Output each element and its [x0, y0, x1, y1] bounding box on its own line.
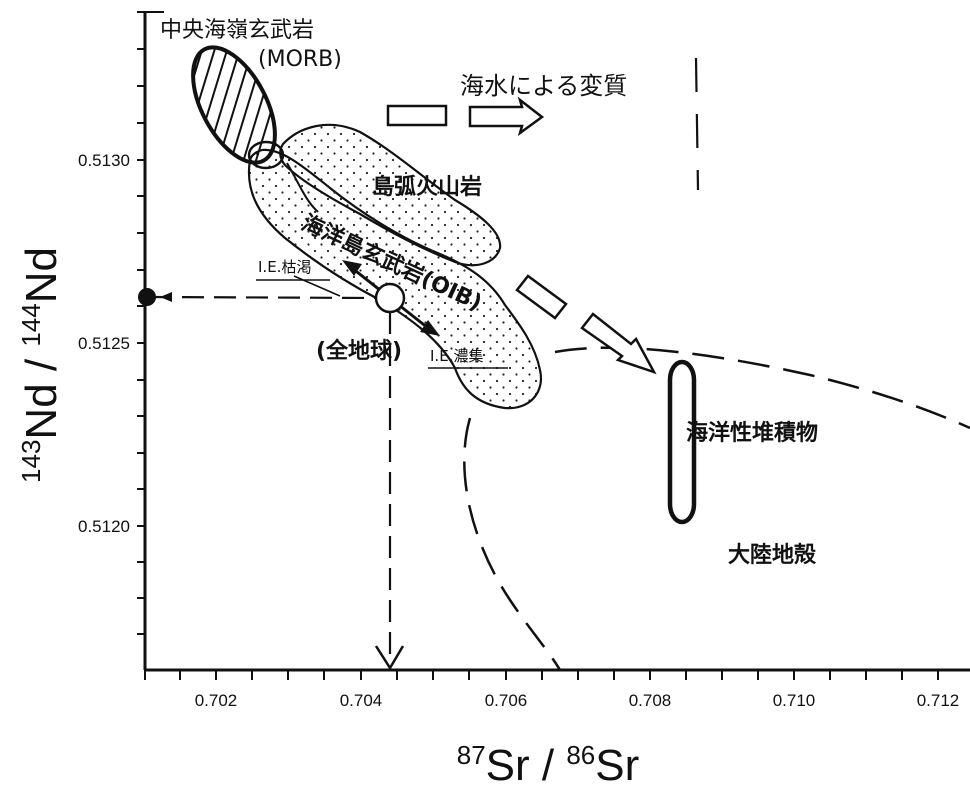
label-morb-abbr: (MORB) [258, 47, 342, 72]
seawater-arrow [468, 96, 545, 137]
ie-depleted-leader [293, 275, 341, 297]
label-continental-crust: 大陸地殻 [728, 542, 817, 568]
bulk-earth-horizontal [149, 295, 379, 300]
x-tick-label: 0.712 [917, 691, 960, 710]
morb-region [191, 45, 277, 165]
x-tick-label: 0.706 [485, 691, 528, 710]
y-tick-label: 0.5125 [78, 334, 130, 353]
label-ie-enriched: I.E.濃集 [430, 347, 483, 365]
sediment-arrow [580, 312, 657, 375]
x-tick-labels: 0.702 0.704 0.706 0.708 0.710 0.712 [195, 691, 960, 710]
continental-crust-boundary-lower [463, 417, 562, 670]
label-island-arc: 島弧火山岩 [372, 174, 482, 200]
oib-leader-line [286, 162, 319, 213]
y-tick-label: 0.5120 [78, 517, 130, 536]
x-tick-label: 0.702 [195, 691, 238, 710]
bulk-earth-down-arrow [374, 645, 405, 670]
label-bulk-earth: (全地球) [316, 338, 402, 364]
ie-enriched-arrowhead [420, 320, 440, 336]
bulk-earth-axis-arrow [160, 292, 172, 302]
label-seawater: 海水による変質 [460, 72, 627, 100]
ie-depleted-arrowhead [342, 260, 362, 276]
plot-frame [143, 11, 970, 672]
x-tick-label: 0.704 [340, 691, 383, 710]
sediments-region [667, 359, 697, 525]
y-tick-marks [137, 11, 145, 635]
label-morb: 中央海嶺玄武岩 [160, 18, 314, 43]
seawater-arrow-box [386, 104, 448, 127]
label-ie-depleted: I.E.枯渇 [258, 258, 311, 276]
seawater-divider [694, 57, 700, 191]
y-tick-label: 0.5130 [78, 151, 130, 170]
x-tick-label: 0.708 [629, 691, 672, 710]
y-tick-labels: 0.5130 0.5125 0.5120 [78, 151, 130, 536]
sediment-arrow-segment [515, 274, 568, 320]
label-sediments: 海洋性堆積物 [686, 420, 818, 446]
morb-small-ellipse [247, 140, 285, 170]
bulk-earth-point [374, 282, 406, 314]
x-tick-label: 0.710 [773, 691, 816, 710]
bulk-earth-axis-marker [138, 288, 156, 306]
x-tick-marks [144, 670, 939, 680]
y-axis-title: 143Nd / 144Nd [16, 247, 66, 483]
island-arc-region [279, 123, 502, 267]
x-axis-title: 87Sr / 86Sr [457, 740, 640, 790]
